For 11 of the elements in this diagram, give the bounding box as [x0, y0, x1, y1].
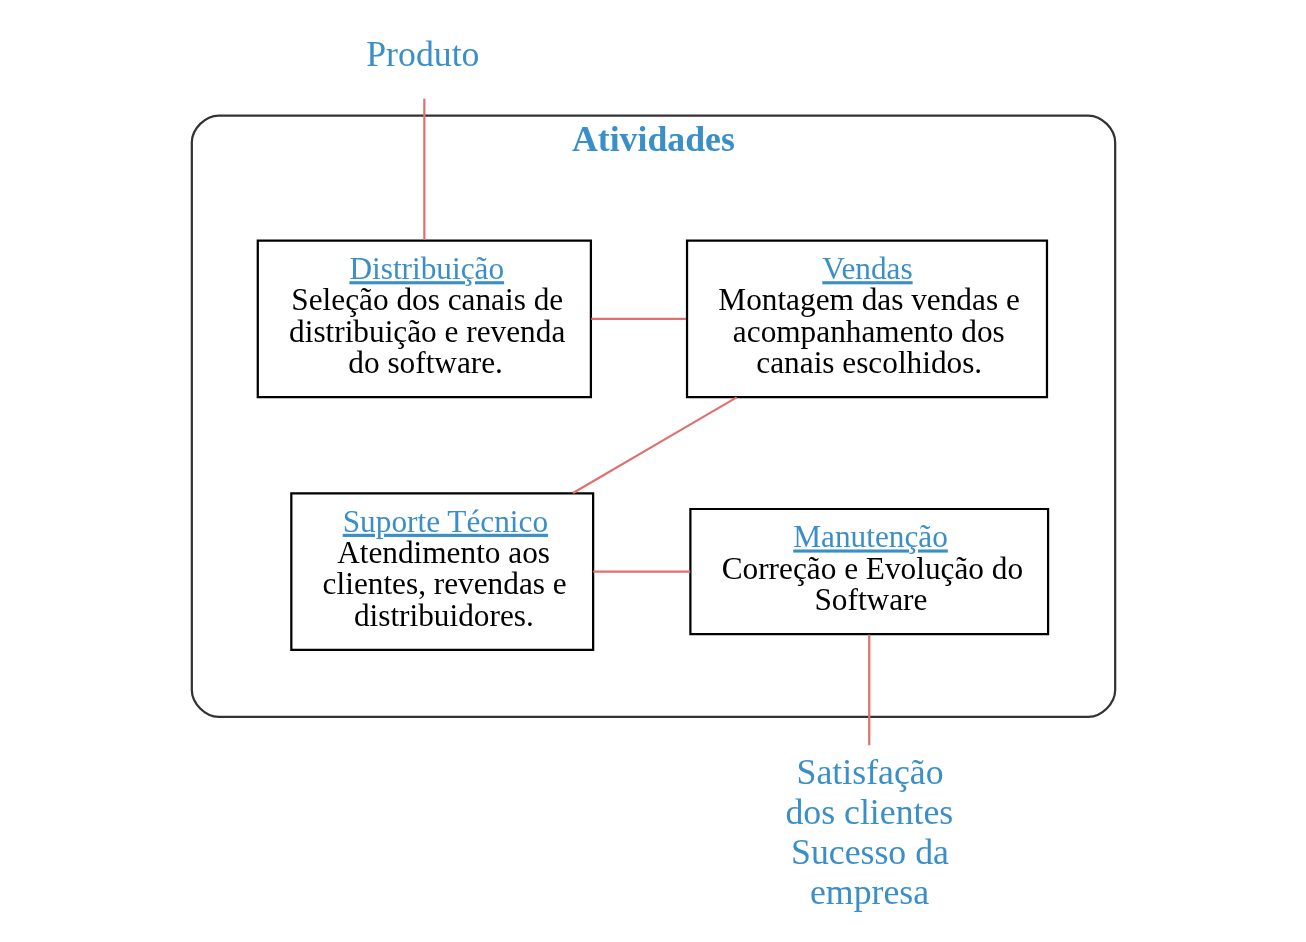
node-box: Suporte Técnico Atendimento aos clientes, revendas e distribuidores. [289, 492, 594, 651]
connector [867, 634, 870, 746]
connector [571, 396, 737, 494]
connector [592, 570, 690, 573]
node-box: Vendas Montagem das vendas e acompanhamento dos canais escolhidos. [685, 239, 1048, 399]
node-box: Distribuição Seleção dos canais de distribuição e revenda do software. [256, 239, 592, 399]
connector [590, 317, 686, 321]
node-text: Satisfação dos clientes Sucesso da empresa [784, 751, 953, 913]
node-box: Manutenção Correção e Evolução do Software [688, 507, 1049, 636]
node-text: Produto [365, 33, 479, 74]
connector [422, 98, 425, 240]
